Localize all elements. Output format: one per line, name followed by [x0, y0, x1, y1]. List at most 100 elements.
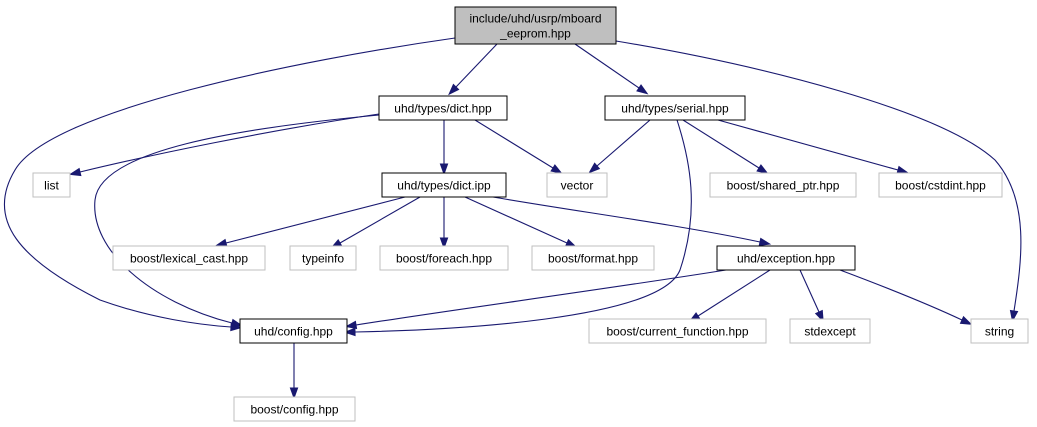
edge-line	[596, 119, 651, 167]
edge-dict_hpp-to-vector	[474, 119, 563, 175]
edge-mboard_eeprom-to-dict_hpp	[448, 43, 498, 96]
node-current_function: boost/current_function.hpp	[588, 318, 767, 344]
node-dict_ipp[interactable]: uhd/types/dict.ipp	[381, 172, 507, 198]
edge-dict_hpp-to-dict_ipp	[439, 120, 449, 176]
node-label: boost/config.hpp	[250, 403, 338, 417]
node-box	[381, 172, 507, 198]
node-serial_hpp[interactable]: uhd/types/serial.hpp	[604, 95, 746, 121]
edge-exception_hpp-to-string	[839, 269, 973, 325]
node-mboard_eeprom[interactable]: include/uhd/usrp/mboard_eeprom.hpp	[454, 6, 617, 45]
edge-serial_hpp-to-config_hpp	[343, 119, 692, 337]
edge-arrowhead	[214, 238, 228, 248]
node-box	[239, 318, 348, 344]
edge-arrowhead	[448, 83, 460, 96]
node-label: string	[985, 325, 1014, 339]
node-box	[379, 245, 509, 271]
nodes-layer: include/uhd/usrp/mboard_eeprom.hpp uhd/ty…	[32, 6, 1029, 422]
node-lexical_cast: boost/lexical_cast.hpp	[112, 245, 266, 271]
edge-arrowhead	[814, 309, 824, 323]
node-box	[32, 172, 71, 198]
edge-line	[574, 43, 640, 89]
edge-exception_hpp-to-current_function	[688, 269, 771, 323]
node-cstdint: boost/cstdint.hpp	[878, 172, 1003, 198]
edge-exception_hpp-to-stdexcept	[799, 269, 824, 323]
edge-dict_ipp-to-foreach	[439, 197, 449, 250]
edge-serial_hpp-to-shared_ptr	[682, 119, 769, 175]
node-label: uhd/config.hpp	[254, 325, 333, 339]
node-vector: vector	[546, 172, 608, 198]
node-shared_ptr: boost/shared_ptr.hpp	[709, 172, 857, 198]
node-typeinfo: typeinfo	[289, 245, 357, 271]
node-label: boost/cstdint.hpp	[895, 179, 986, 193]
edge-arrowhead	[230, 318, 244, 328]
edges-layer	[3, 37, 1022, 400]
edge-arrowhead	[344, 320, 358, 330]
node-box	[289, 245, 357, 271]
node-box	[709, 172, 857, 198]
edge-arrowhead	[588, 162, 601, 174]
edge-line	[355, 269, 727, 326]
edge-arrowhead	[289, 387, 299, 400]
edge-serial_hpp-to-cstdint	[717, 119, 910, 175]
edge-line	[79, 113, 380, 173]
edge-line	[492, 196, 761, 243]
edge-line	[474, 119, 554, 169]
edge-arrowhead	[439, 163, 449, 176]
node-label: stdexcept	[804, 325, 856, 339]
node-box	[604, 95, 746, 121]
node-label: typeinfo	[302, 252, 344, 266]
edge-arrowhead	[68, 167, 82, 177]
node-box	[112, 245, 266, 271]
node-label: boost/current_function.hpp	[606, 325, 748, 339]
node-box	[878, 172, 1003, 198]
node-dict_hpp[interactable]: uhd/types/dict.hpp	[378, 95, 508, 121]
node-label: _eeprom.hpp	[499, 27, 571, 41]
edge-dict_ipp-to-exception_hpp	[492, 196, 772, 247]
edge-arrowhead	[343, 327, 356, 337]
edge-line	[455, 43, 498, 88]
node-box	[454, 6, 617, 45]
edge-arrowhead	[758, 237, 772, 247]
node-label: boost/shared_ptr.hpp	[727, 179, 840, 193]
node-label: uhd/types/dict.hpp	[394, 102, 492, 116]
node-exception_hpp[interactable]: uhd/exception.hpp	[716, 245, 856, 271]
node-label: boost/foreach.hpp	[396, 252, 492, 266]
node-label: boost/lexical_cast.hpp	[130, 252, 248, 266]
node-label: uhd/exception.hpp	[737, 252, 835, 266]
edge-line	[682, 119, 760, 169]
node-box	[588, 318, 767, 344]
edge-mboard_eeprom-to-string	[615, 40, 1022, 323]
node-string: string	[970, 318, 1029, 344]
edge-line	[799, 269, 820, 313]
edge-arrowhead	[1009, 309, 1019, 323]
edge-arrowhead	[756, 164, 769, 175]
node-label: boost/format.hpp	[548, 252, 638, 266]
edge-config_hpp-to-boost_config	[289, 343, 299, 400]
edge-exception_hpp-to-config_hpp	[344, 269, 727, 330]
node-foreach: boost/foreach.hpp	[379, 245, 509, 271]
edge-dict_hpp-to-list	[68, 113, 380, 177]
edge-line	[839, 269, 963, 321]
node-label: vector	[561, 179, 594, 193]
node-config_hpp[interactable]: uhd/config.hpp	[239, 318, 348, 344]
node-label: uhd/types/dict.ipp	[397, 179, 491, 193]
node-box	[789, 318, 871, 344]
edge-line	[354, 119, 692, 333]
edge-arrowhead	[439, 237, 449, 250]
edge-serial_hpp-to-vector	[588, 119, 651, 174]
edge-line	[225, 196, 406, 244]
edge-line	[3, 37, 456, 328]
edge-mboard_eeprom-to-serial_hpp	[574, 43, 649, 95]
edge-line	[94, 114, 380, 324]
node-format: boost/format.hpp	[531, 245, 655, 271]
node-box	[531, 245, 655, 271]
edge-dict_ipp-to-format	[464, 196, 578, 248]
node-boost_config: boost/config.hpp	[233, 396, 356, 422]
node-box	[233, 396, 356, 422]
edge-line	[464, 196, 568, 244]
node-label: uhd/types/serial.hpp	[621, 102, 729, 116]
node-box	[716, 245, 856, 271]
edge-line	[339, 196, 421, 244]
node-box	[378, 95, 508, 121]
